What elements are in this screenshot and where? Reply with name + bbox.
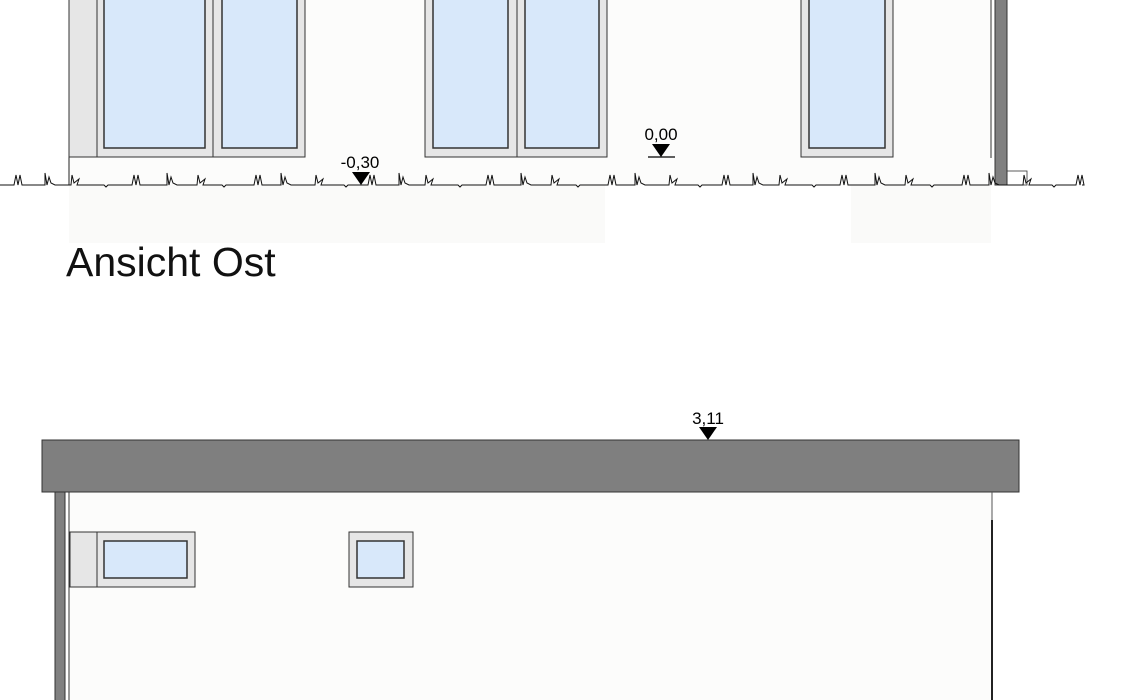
wall-end-section: [994, 0, 1008, 186]
window-b: [348, 531, 414, 588]
level-label-ground: -0,30: [341, 153, 380, 172]
ground-line: [0, 172, 1085, 188]
foundation-shade: [69, 185, 605, 243]
level-marker-roof: 3,11: [692, 409, 724, 440]
level-marker-ground: -0,30: [341, 153, 380, 185]
window-3: [800, 0, 894, 158]
level-label-floor: 0,00: [644, 125, 677, 144]
wall-end-section: [54, 491, 66, 700]
wall-face: [69, 492, 992, 700]
lower-elevation: 3,11: [41, 409, 1020, 700]
view-title: Ansicht Ost: [66, 239, 276, 285]
door-side-strip: [68, 0, 98, 158]
level-marker-floor: 0,00: [644, 125, 678, 158]
window-group-2: [424, 0, 608, 158]
window-a: [69, 531, 196, 588]
roof-fascia: [41, 439, 1020, 493]
foundation-shade: [851, 185, 991, 243]
upper-elevation: -0,30 0,00: [0, 0, 1085, 243]
window-group-1: [96, 0, 306, 158]
level-label-roof: 3,11: [692, 409, 724, 428]
